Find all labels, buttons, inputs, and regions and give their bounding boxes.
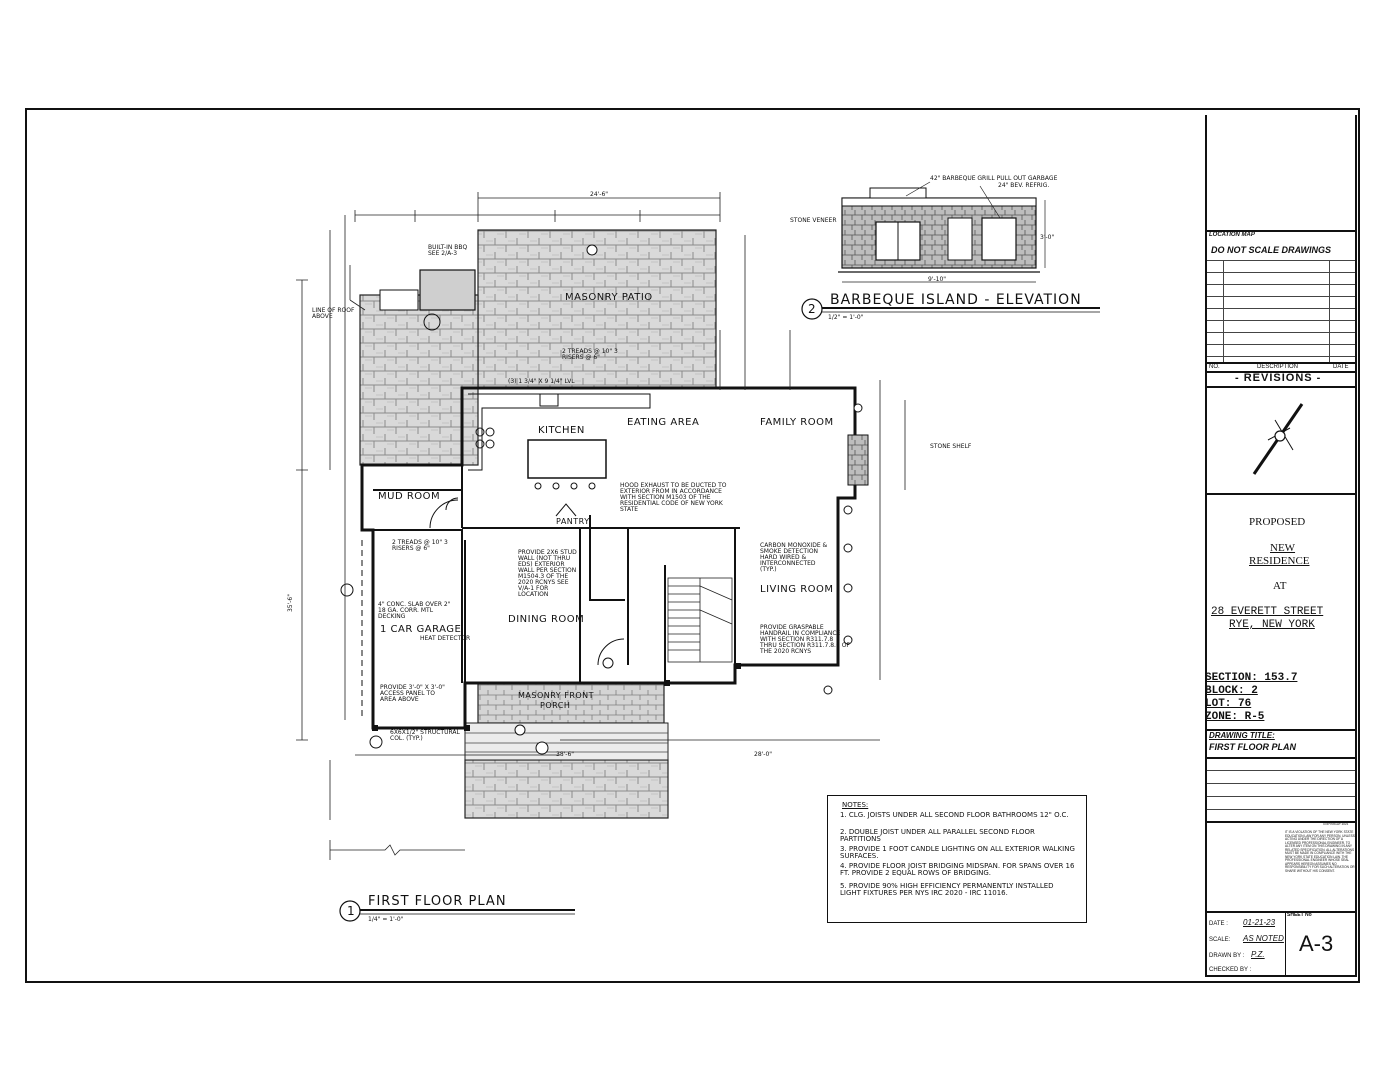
room-label-living-room: LIVING ROOM [760,584,834,595]
callout-treads-1: 2 TREADS @ 10" 3 RISERS @ 6" [562,348,618,361]
note-item: 5. PROVIDE 90% HIGH EFFICIENCY PERMANENT… [840,882,1054,897]
front-walk-area [464,759,669,819]
callout-built-in-bbq: BUILT-IN BBQ SEE 2/A-3 [428,244,468,257]
room-label-kitchen: KITCHEN [538,425,585,436]
legal-notice: IT IS A VIOLATION OF THE NEW YORK STATE … [1285,830,1355,873]
plan-scale: 1/4" = 1'-0" [368,916,404,923]
notes-box: NOTES: 1. CLG. JOISTS UNDER ALL SECOND F… [827,795,1087,923]
block-info: BLOCK: 2 [1205,685,1258,697]
bbq-grill-label: 42" BARBEQUE GRILL PULL OUT GARBAGE [930,175,1058,182]
copyright-label: COPYRIGHT 2021 [1323,822,1349,826]
dimension-bottom-right: 28'-0" [754,751,773,758]
callout-stone-shelf: STONE SHELF [930,443,972,450]
plan-number: 1 [347,904,355,918]
room-label-front-porch: MASONRY FRONT [518,691,595,700]
note-item: 2. DOUBLE JOIST UNDER ALL PARALLEL SECON… [840,828,1035,843]
street-address: 28 EVERETT STREET [1211,606,1324,618]
callout-line-of-roof: LINE OF ROOF ABOVE [312,307,355,320]
revisions-col-date: DATE [1333,364,1349,370]
date-label: DATE : [1209,921,1228,927]
bbq-width-label: 9'-10" [928,276,947,283]
callout-heat-detector: HEAT DETECTOR [420,635,471,642]
elevation-scale: 1/2" = 1'-0" [828,314,864,321]
revisions-heading: - REVISIONS - [1235,372,1322,384]
callout-structural-col: 6X6X1/2" STRUCTURAL COL. (TYP.) [390,729,460,742]
note-item: 4. PROVIDE FLOOR JOIST BRIDGING MIDSPAN.… [840,862,1075,877]
proposed-label: PROPOSED [1249,516,1306,528]
note-item: 3. PROVIDE 1 FOOT CANDLE LIGHTING ON ALL… [840,845,1075,860]
room-label-family-room: FAMILY ROOM [760,417,834,428]
sheet-number: A-3 [1299,931,1334,956]
plan-title: FIRST FLOOR PLAN [368,894,507,909]
note-item: 1. CLG. JOISTS UNDER ALL SECOND FLOOR BA… [840,811,1069,819]
notes-title: NOTES: [842,801,869,809]
elevation-number: 2 [808,302,816,316]
drawn-by-value: P.Z. [1251,950,1265,959]
checked-by-label: CHECKED BY : [1209,967,1252,973]
room-label-mud-room: MUD ROOM [378,491,441,502]
dimension-left: 35'-6" [287,593,295,613]
north-arrow-icon [1252,403,1304,475]
callout-handrail: PROVIDE GRASPABLE HANDRAIL IN COMPLIANCE… [760,624,850,655]
lot-info: LOT: 76 [1205,698,1252,710]
city-address: RYE, NEW YORK [1229,619,1315,631]
bbq-elevation-drawing [838,181,1046,283]
drawn-by-label: DRAWN BY : [1209,953,1245,959]
callout-access-panel: PROVIDE 3'-0" X 3'-0" ACCESS PANEL TO AR… [380,684,445,703]
masonry-patio-area [477,229,717,389]
scale-label: SCALE: [1209,937,1231,943]
at-label: AT [1273,580,1287,592]
do-not-scale-label: DO NOT SCALE DRAWINGS [1211,245,1332,255]
sheet-number-label: SHEET No [1287,912,1312,918]
drawing-sheet-border [25,108,1360,983]
location-map-label: LOCATION MAP [1209,232,1255,238]
date-value: 01-21-23 [1243,918,1276,927]
revisions-col-no: NO. [1209,364,1220,370]
drawing-title-label: DRAWING TITLE: [1209,731,1275,740]
dimension-bottom: 38'-6" [556,751,575,758]
room-label-masonry-patio: MASONRY PATIO [565,292,653,303]
room-label-garage: 1 CAR GARAGE [380,624,462,635]
front-porch-area [477,682,665,724]
callout-hood-exhaust: HOOD EXHAUST TO BE DUCTED TO EXTERIOR FR… [620,482,727,513]
room-label-pantry: PANTRY [556,517,590,526]
dimension-top: 24'-6" [590,191,609,198]
callout-conc-slab: 4" CONC. SLAB OVER 2" 18 GA. CORR. MTL D… [378,601,451,620]
bbq-height-label: 3'-0" [1040,234,1055,241]
section-info: SECTION: 153.7 [1205,672,1298,684]
callout-provide-stud: PROVIDE 2X6 STUD WALL (NOT THRU EDS) EXT… [518,549,577,598]
callout-lvl-beam: (3) 1 3/4" X 9 1/4" LVL [508,378,575,385]
side-patio-area [359,294,479,466]
residence-label: RESIDENCE [1249,555,1310,567]
callout-smoke-detector: CARBON MONOXIDE & SMOKE DETECTION HARD W… [760,542,828,573]
room-label-front-porch-2: PORCH [540,701,571,710]
zone-info: ZONE: R-5 [1205,711,1265,723]
callout-treads-2: 2 TREADS @ 10" 3 RISERS @ 6" [392,539,448,552]
elevation-title: BARBEQUE ISLAND - ELEVATION [830,292,1082,308]
bbq-stone-label: STONE VENEER [790,217,837,224]
new-label: NEW [1270,542,1296,554]
scale-value: AS NOTED [1243,934,1284,943]
drawing-title-value: FIRST FLOOR PLAN [1209,742,1296,752]
room-label-dining-room: DINING ROOM [508,614,585,625]
bbq-fridge-label: 24" BEV. REFRIG. [998,182,1050,189]
title-block: LOCATION MAP DO NOT SCALE DRAWINGS NO. D… [1205,115,1357,977]
room-label-eating-area: EATING AREA [627,417,700,428]
revisions-col-description: DESCRIPTION [1257,364,1299,370]
